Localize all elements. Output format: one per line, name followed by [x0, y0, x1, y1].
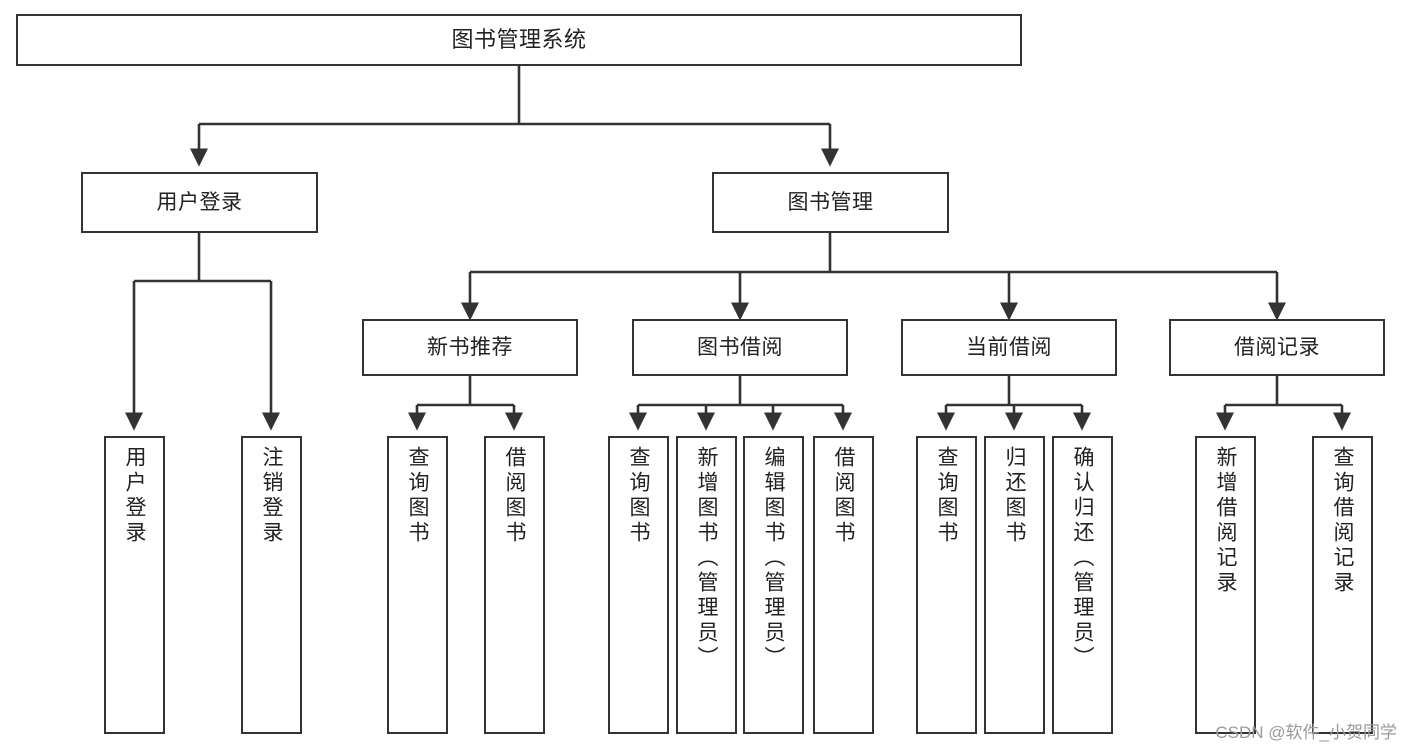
node-leaf-query-book-3[interactable]: 查询图书 [916, 436, 977, 734]
node-leaf-return-book-label: 归还图书 [1003, 446, 1026, 546]
node-leaf-borrow-book-2[interactable]: 借阅图书 [813, 436, 874, 734]
node-leaf-query-record-label: 查询借阅记录 [1331, 446, 1354, 596]
node-leaf-query-book-1[interactable]: 查询图书 [387, 436, 448, 734]
node-leaf-query-book-3-label: 查询图书 [935, 446, 958, 546]
node-leaf-add-book[interactable]: 新增图书（管理员） [676, 436, 737, 734]
node-leaf-logout-label: 注销登录 [260, 446, 283, 546]
node-current-borrow-label: 当前借阅 [966, 335, 1052, 359]
node-leaf-return-book[interactable]: 归还图书 [984, 436, 1045, 734]
node-leaf-query-book-2[interactable]: 查询图书 [608, 436, 669, 734]
node-book-manage[interactable]: 图书管理 [712, 172, 949, 233]
node-leaf-borrow-book-1[interactable]: 借阅图书 [484, 436, 545, 734]
node-root-label: 图书管理系统 [451, 26, 587, 52]
node-leaf-confirm-return[interactable]: 确认归还（管理员） [1052, 436, 1113, 734]
node-book-borrow-label: 图书借阅 [697, 335, 783, 359]
node-root[interactable]: 图书管理系统 [16, 14, 1022, 66]
node-new-book-rec-label: 新书推荐 [427, 335, 513, 359]
node-new-book-rec[interactable]: 新书推荐 [362, 319, 578, 376]
node-leaf-user-login[interactable]: 用户登录 [104, 436, 165, 734]
watermark-text: CSDN @软件_小贺同学 [1215, 723, 1397, 742]
node-leaf-edit-book[interactable]: 编辑图书（管理员） [743, 436, 804, 734]
node-leaf-add-book-label: 新增图书（管理员） [695, 446, 718, 671]
node-borrow-record-label: 借阅记录 [1234, 335, 1320, 359]
node-leaf-confirm-return-label: 确认归还（管理员） [1071, 446, 1094, 671]
node-book-borrow[interactable]: 图书借阅 [632, 319, 848, 376]
node-current-borrow[interactable]: 当前借阅 [901, 319, 1117, 376]
node-leaf-add-record[interactable]: 新增借阅记录 [1195, 436, 1256, 734]
node-leaf-query-book-2-label: 查询图书 [627, 446, 650, 546]
node-leaf-add-record-label: 新增借阅记录 [1214, 446, 1237, 596]
node-leaf-borrow-book-2-label: 借阅图书 [832, 446, 855, 546]
node-leaf-borrow-book-1-label: 借阅图书 [503, 446, 526, 546]
node-borrow-record[interactable]: 借阅记录 [1169, 319, 1385, 376]
node-book-manage-label: 图书管理 [787, 190, 874, 214]
node-leaf-logout[interactable]: 注销登录 [241, 436, 302, 734]
node-leaf-query-record[interactable]: 查询借阅记录 [1312, 436, 1373, 734]
node-user-login[interactable]: 用户登录 [81, 172, 318, 233]
node-leaf-user-login-label: 用户登录 [123, 446, 146, 546]
node-leaf-query-book-1-label: 查询图书 [406, 446, 429, 546]
node-user-login-label: 用户登录 [156, 190, 243, 214]
node-leaf-edit-book-label: 编辑图书（管理员） [762, 446, 785, 671]
